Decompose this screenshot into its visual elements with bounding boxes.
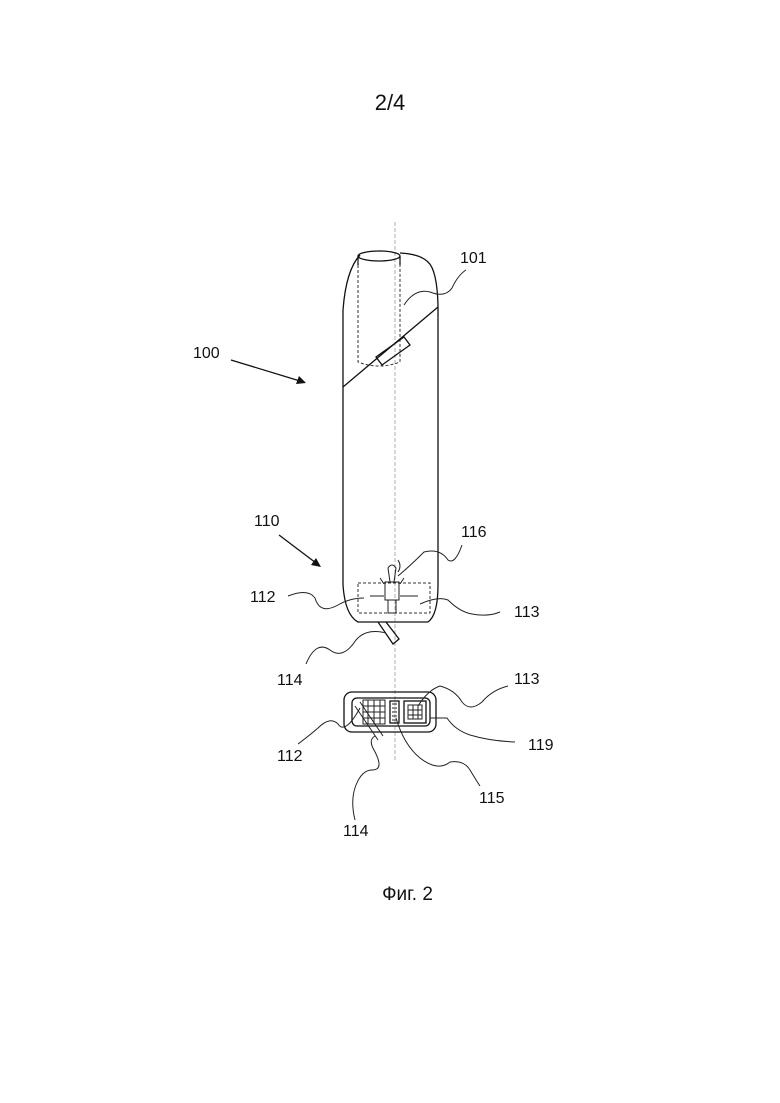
device-body xyxy=(343,253,438,622)
leader-112-bottom xyxy=(298,708,360,744)
heater-element xyxy=(376,337,410,365)
leader-113-bottom xyxy=(418,686,508,707)
leader-114-bottom xyxy=(353,736,379,820)
leader-119 xyxy=(430,718,515,742)
side-tab xyxy=(378,622,399,644)
label-116: 116 xyxy=(461,524,487,541)
label-114-bottom: 114 xyxy=(343,823,369,840)
leader-112-side xyxy=(288,592,364,608)
label-112-bottom: 112 xyxy=(277,748,303,765)
arrow-110 xyxy=(279,535,321,567)
leader-113-side xyxy=(420,599,500,615)
arrow-100 xyxy=(231,360,306,384)
figure-caption: Фиг. 2 xyxy=(0,884,780,906)
label-119: 119 xyxy=(528,737,554,754)
leader-lines xyxy=(288,270,515,820)
leader-116 xyxy=(398,545,462,576)
label-110: 110 xyxy=(254,513,280,530)
label-113-side: 113 xyxy=(514,604,540,621)
leader-115 xyxy=(396,718,480,786)
label-115: 115 xyxy=(479,790,505,807)
bottom-chamber xyxy=(358,560,430,613)
mouthpiece-tube xyxy=(358,251,400,366)
label-112-side: 112 xyxy=(250,589,276,606)
label-101: 101 xyxy=(460,250,487,267)
label-100: 100 xyxy=(193,345,220,362)
label-113-bottom: 113 xyxy=(514,671,540,688)
label-114-side: 114 xyxy=(277,672,303,689)
leader-114-side xyxy=(306,632,386,664)
